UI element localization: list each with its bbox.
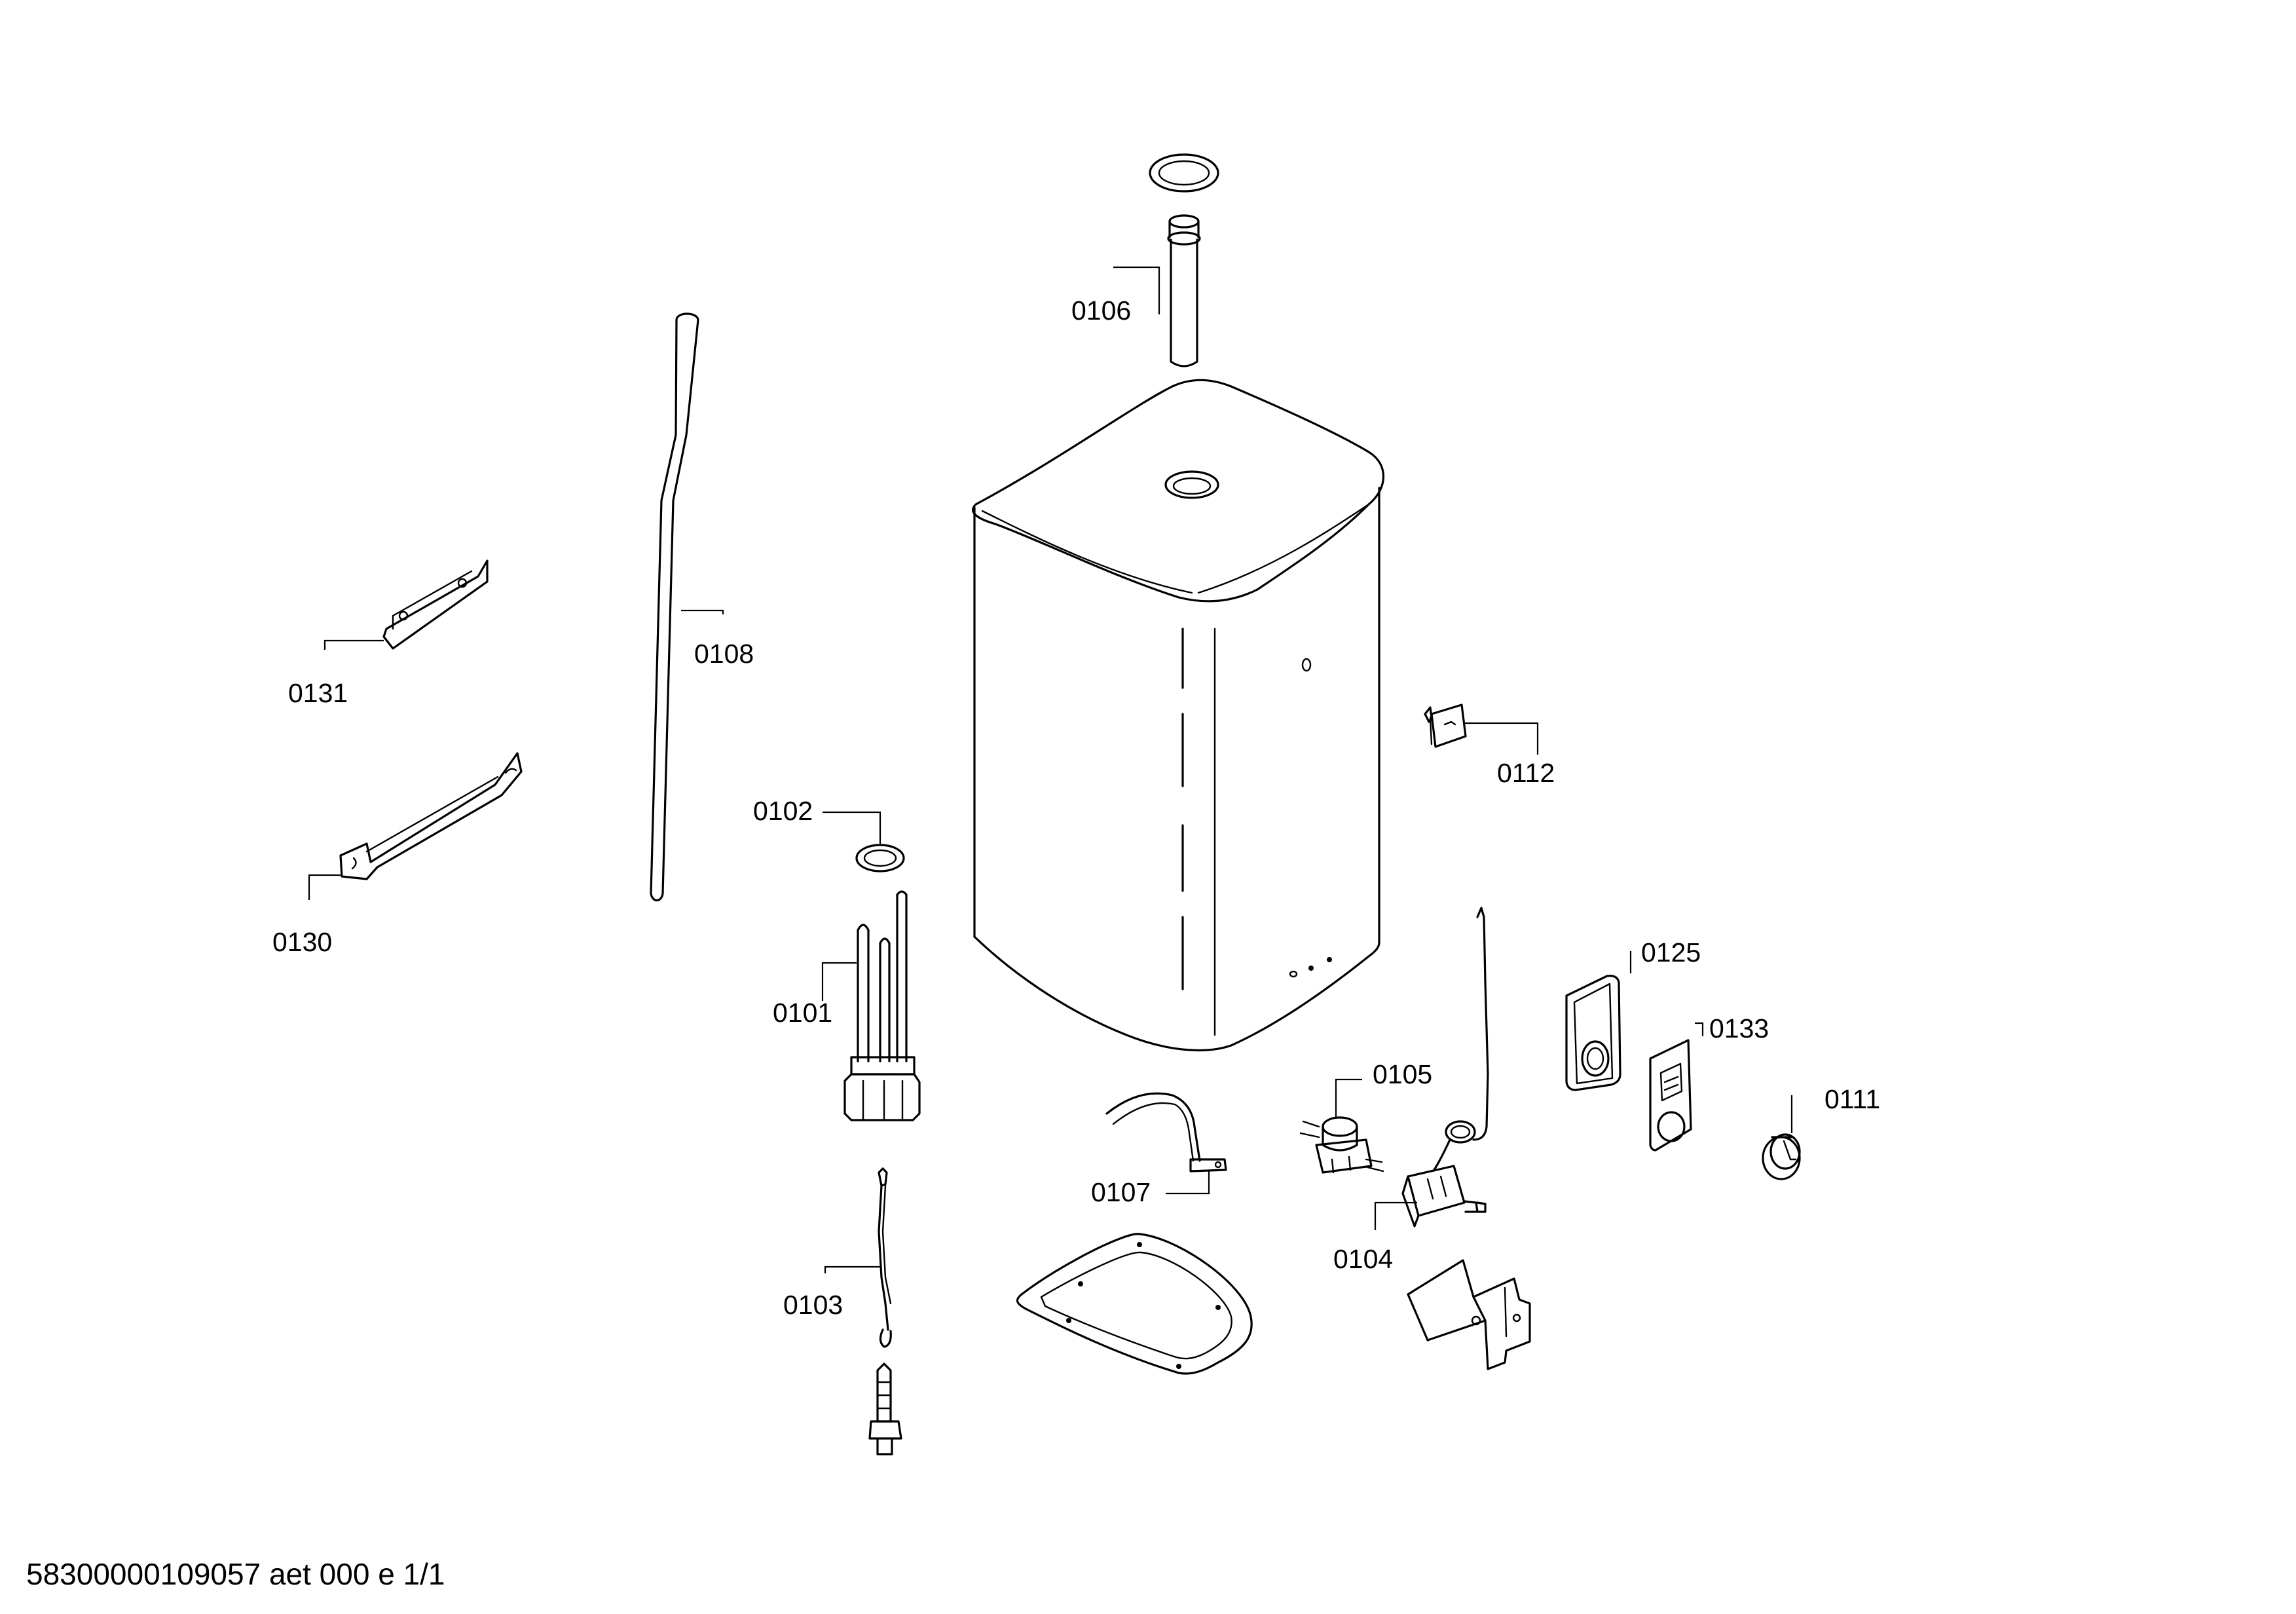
part-0106-pipe-with-ring[interactable] (1149, 153, 1219, 367)
label-0104: 0104 (1333, 1244, 1393, 1274)
label-0108: 0108 (694, 639, 754, 669)
part-0112-spindle-cap[interactable] (1424, 704, 1467, 748)
part-0130-strap[interactable] (339, 752, 523, 880)
label-0105: 0105 (1373, 1059, 1432, 1089)
label-0131: 0131 (288, 678, 348, 708)
part-0131-bracket[interactable] (382, 559, 489, 650)
label-0133: 0133 (1709, 1013, 1769, 1043)
part-0102-gasket-ring[interactable] (855, 844, 905, 873)
part-0107-cable[interactable] (1105, 1092, 1227, 1173)
label-0106: 0106 (1071, 295, 1131, 326)
label-0112: 0112 (1497, 758, 1555, 788)
part-0111-knob[interactable] (1762, 1133, 1801, 1180)
document-footer-code: 58300000109057 aet 000 e 1/1 (26, 1557, 445, 1591)
mounting-bracket (1407, 1259, 1531, 1370)
leader-lines (308, 266, 1793, 1273)
part-0101-heating-element[interactable] (843, 890, 921, 1121)
label-0125: 0125 (1641, 937, 1701, 967)
tank-body (972, 379, 1384, 1051)
part-0105-thermal-cutout[interactable] (1299, 1116, 1384, 1174)
base-gasket-plate (1016, 1233, 1253, 1375)
label-0103: 0103 (783, 1290, 843, 1320)
part-0103-sensor-cable[interactable] (878, 1167, 892, 1348)
part-0125-control-housing[interactable] (1565, 975, 1621, 1091)
label-0101: 0101 (773, 998, 832, 1028)
part-labels: 0106 0108 0131 0130 0102 0101 0103 0107 … (272, 295, 1880, 1320)
label-0102: 0102 (753, 796, 813, 826)
label-0111: 0111 (1824, 1084, 1880, 1114)
part-0133-faceplate[interactable] (1649, 1039, 1692, 1152)
part-0104-thermostat[interactable] (1401, 907, 1489, 1228)
anode-bolt (868, 1362, 902, 1455)
part-0108-rod[interactable] (650, 312, 699, 902)
label-0107: 0107 (1091, 1177, 1151, 1207)
label-0130: 0130 (272, 927, 332, 957)
